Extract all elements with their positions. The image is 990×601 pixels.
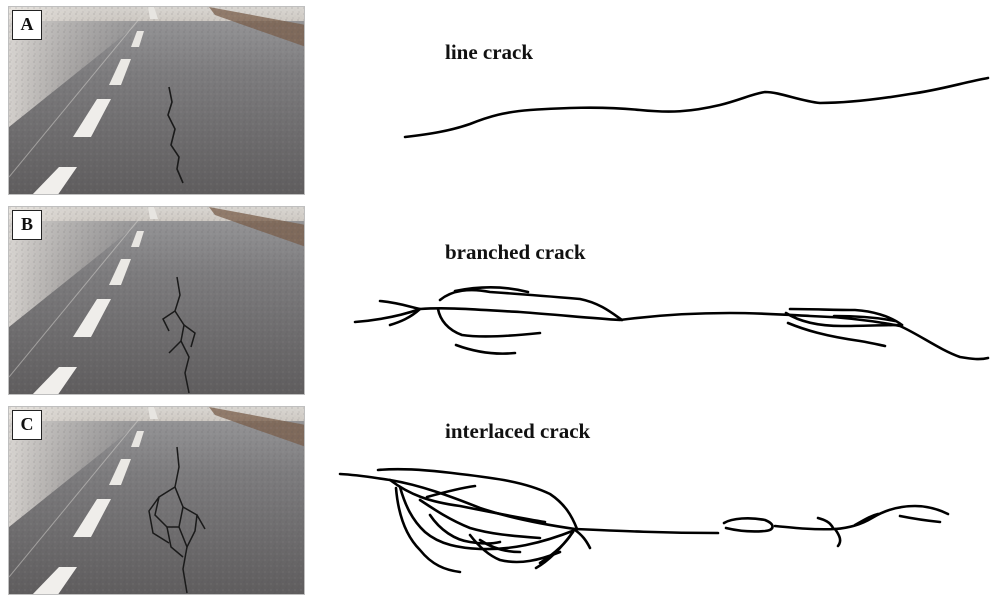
sketch-interlaced-crack	[340, 469, 948, 572]
sketch-branched-crack	[355, 287, 988, 359]
sketch-line-crack	[405, 78, 988, 137]
